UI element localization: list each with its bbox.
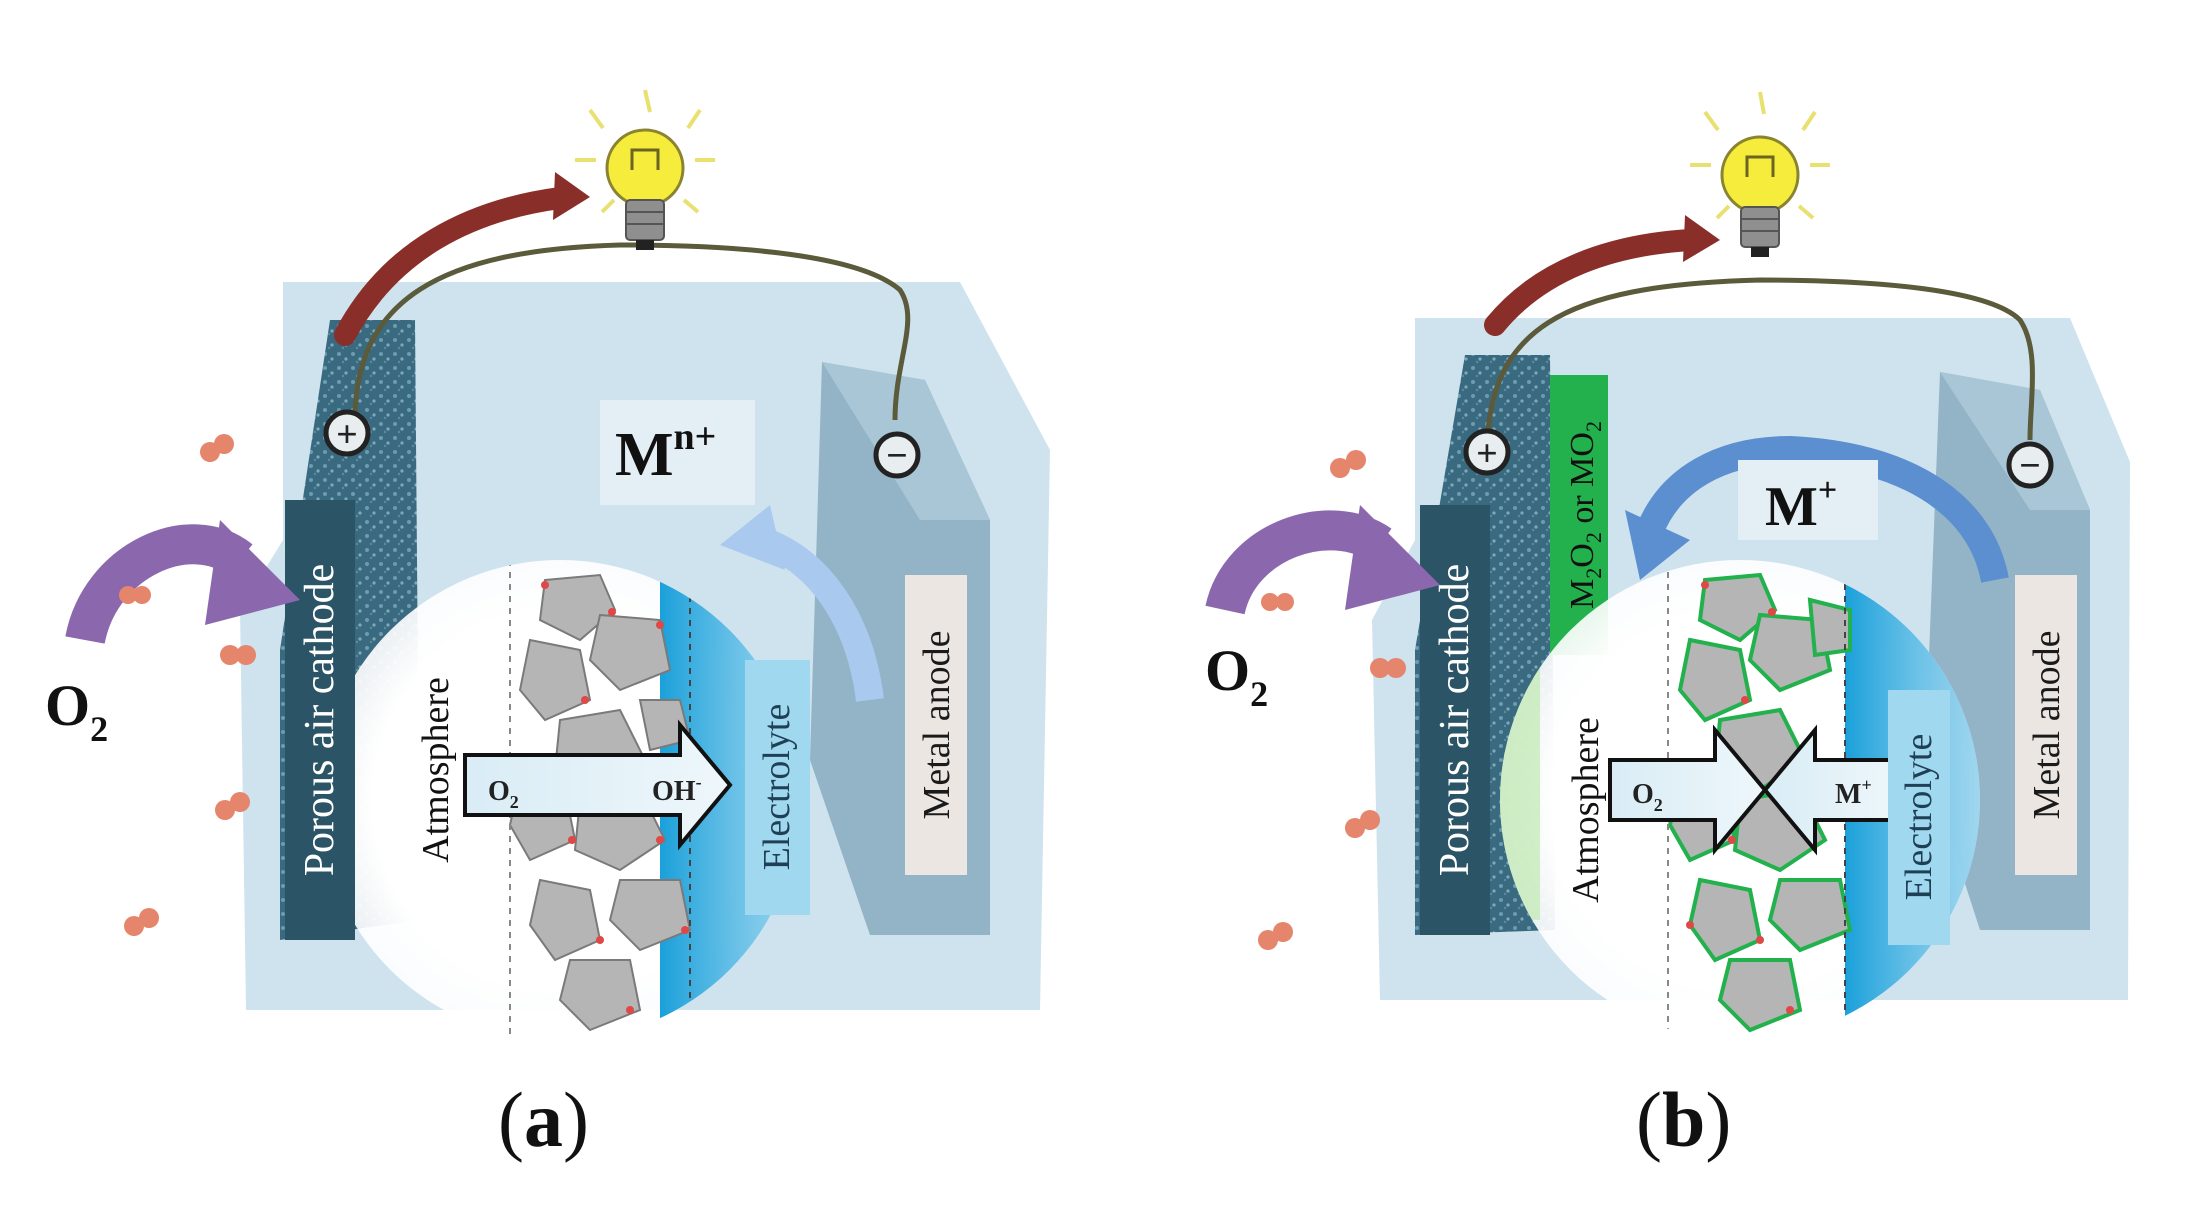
positive-terminal-symbol: + bbox=[336, 414, 358, 456]
negative-terminal-symbol: − bbox=[886, 435, 908, 477]
ion-migration-arrow bbox=[755, 526, 884, 702]
reaction-flow-arrows: O2 M+ bbox=[1608, 724, 1902, 856]
product-label: M2O2 or MO2 bbox=[1564, 421, 1606, 609]
ion-label-box bbox=[600, 400, 755, 505]
negative-terminal-icon bbox=[873, 431, 921, 479]
ion-migration-arrow bbox=[1637, 435, 2009, 584]
reaction-flow-arrow: O2 OH- bbox=[463, 719, 733, 851]
electrolyte-label-box bbox=[1888, 690, 1950, 945]
flow-right-label: OH- bbox=[652, 772, 702, 807]
oxygen-label: O2 bbox=[45, 673, 108, 749]
cathode-label-box bbox=[285, 500, 355, 940]
positive-terminal-symbol: + bbox=[1476, 433, 1498, 475]
electrolyte-label-box bbox=[745, 660, 810, 915]
anode-label: Metal anode bbox=[2026, 631, 2068, 820]
cathode-label: Porous air cathode bbox=[1432, 564, 1478, 877]
atmosphere-label: Atmosphere bbox=[1565, 717, 1607, 903]
caption-a: (a) bbox=[498, 1076, 589, 1163]
panel-b: + − M2O2 or MO2 M+ bbox=[1205, 91, 2130, 1040]
oxygen-arrowhead bbox=[1345, 505, 1440, 610]
external-wire bbox=[1484, 277, 2035, 456]
electron-arrowhead bbox=[553, 172, 590, 220]
flow-left-label: O2 bbox=[1632, 779, 1663, 815]
external-wire bbox=[352, 242, 911, 421]
ion-label-box bbox=[1738, 460, 1878, 540]
atmosphere-label: Atmosphere bbox=[415, 677, 457, 863]
negative-terminal-symbol: − bbox=[2019, 445, 2041, 487]
light-bulb-icon bbox=[1690, 91, 1830, 257]
anode-shade bbox=[1940, 372, 2090, 510]
positive-terminal-icon bbox=[1463, 428, 1511, 476]
ion-label: M+ bbox=[1765, 472, 1837, 538]
light-bulb-icon bbox=[575, 89, 715, 250]
anode-label-box bbox=[2015, 575, 2077, 875]
oxygen-molecules bbox=[119, 434, 256, 936]
oxygen-label: O2 bbox=[1205, 638, 1268, 714]
negative-terminal-icon bbox=[2006, 441, 2054, 489]
oxygen-molecules bbox=[1258, 450, 1406, 950]
cathode-label: Porous air cathode bbox=[297, 564, 343, 877]
flow-right-label: M+ bbox=[1835, 775, 1872, 810]
oxygen-arrowhead bbox=[205, 520, 300, 625]
electrolyte-label: Electrolyte bbox=[756, 704, 798, 871]
electrolyte-label: Electrolyte bbox=[1898, 734, 1940, 901]
ion-arrowhead bbox=[1625, 510, 1690, 580]
anode-label: Metal anode bbox=[916, 631, 958, 820]
ion-arrowhead bbox=[720, 505, 785, 570]
ion-label: Mn+ bbox=[615, 416, 716, 489]
caption-b: (b) bbox=[1636, 1076, 1732, 1163]
positive-terminal-icon bbox=[323, 409, 371, 457]
panel-a: + − Mn+ bbox=[45, 89, 1050, 1040]
electron-flow-arrow bbox=[1484, 229, 1701, 336]
electron-flow-arrow bbox=[334, 187, 571, 346]
electron-arrowhead bbox=[1683, 215, 1720, 262]
anode-label-box bbox=[905, 575, 967, 875]
flow-left-label: O2 bbox=[488, 776, 519, 812]
